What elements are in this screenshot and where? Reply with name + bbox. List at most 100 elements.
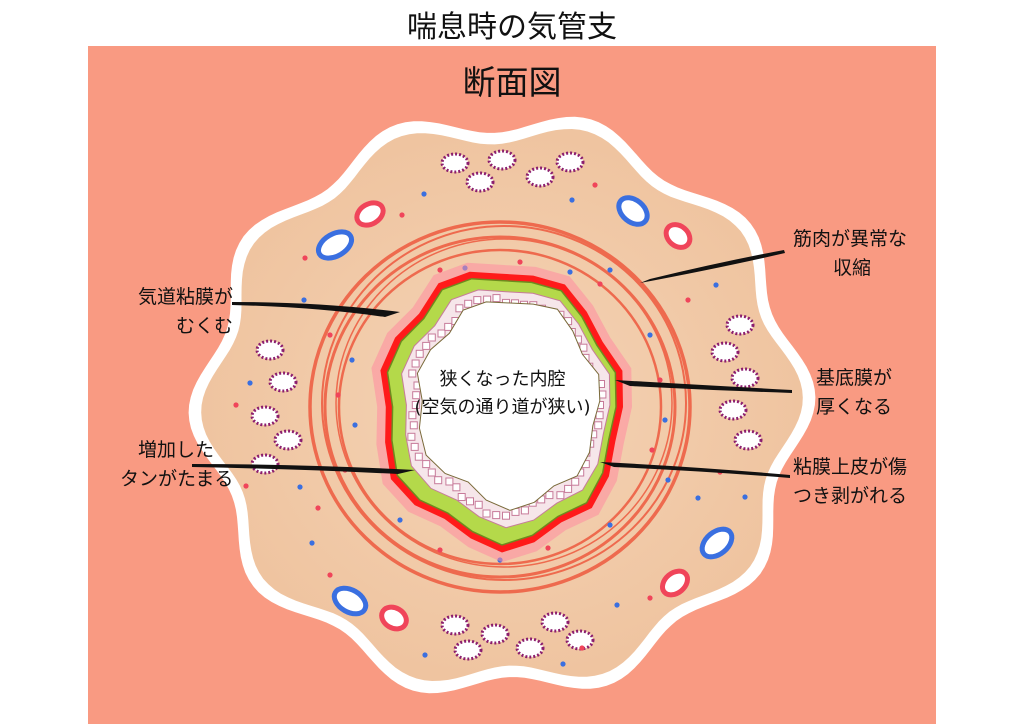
pointer-epithelium: [600, 462, 790, 478]
gland: [555, 151, 585, 173]
cell-dot: [649, 447, 655, 453]
cell-dot: [352, 422, 358, 428]
cell-dot: [579, 645, 585, 651]
gland: [250, 405, 280, 427]
gland: [515, 637, 545, 659]
epithelial-cell: [408, 411, 417, 420]
muscle-ring: [335, 238, 673, 568]
vein: [616, 195, 650, 227]
label-muscle: 筋肉が異常な 収縮: [793, 225, 907, 283]
cell-dot: [399, 212, 405, 218]
cell-dot: [647, 332, 653, 338]
epithelial-cell: [520, 506, 529, 515]
lumen-label-line1: 狭くなった内腔: [439, 369, 566, 390]
epithelial-cell: [492, 294, 501, 303]
gland: [540, 611, 570, 633]
epithelial-cell: [427, 468, 436, 477]
label-sputum-line1: 増加した: [138, 439, 215, 461]
label-muscle-line2: 収縮: [833, 257, 872, 279]
gland: [268, 371, 298, 393]
label-epithelium-line1: 粘膜上皮が傷: [793, 456, 908, 478]
cell-dot: [607, 267, 613, 273]
gland: [710, 341, 740, 363]
cell-dot: [742, 494, 748, 500]
epithelial-cell: [564, 484, 573, 493]
epithelial-cell: [444, 322, 453, 331]
gland: [255, 339, 285, 361]
label-epithelium: 粘膜上皮が傷 つき剥がれる: [793, 453, 907, 511]
epithelial-cell: [412, 391, 421, 400]
cell-dot: [614, 602, 620, 608]
gland: [480, 623, 510, 645]
epithelial-cell: [482, 509, 491, 518]
label-mucosa: 気道粘膜が むくむ: [138, 283, 233, 341]
epithelial-cell: [466, 497, 474, 506]
epithelial-cell: [422, 341, 431, 350]
label-sputum: 増加した タンがたまる: [120, 436, 233, 494]
lumen-label: 狭くなった内腔 (空気の通り道が狭い): [395, 366, 610, 422]
pointer-muscle: [640, 250, 785, 283]
cell-dot: [302, 255, 308, 261]
cell-dot: [301, 297, 307, 303]
gland: [525, 166, 555, 188]
epithelial-cell: [415, 349, 424, 358]
epithelial-cell: [434, 476, 443, 485]
label-mucosa-line2: むくむ: [176, 315, 234, 337]
epithelial-cell: [410, 442, 419, 451]
label-basement: 基底膜が 厚くなる: [816, 364, 892, 422]
epithelial-cell: [464, 299, 473, 308]
vein: [315, 229, 355, 261]
smooth-muscle-layer: [308, 220, 692, 594]
epithelial-cell: [408, 369, 417, 378]
epithelial-cell: [545, 491, 554, 500]
cell-dot: [657, 377, 663, 383]
gland: [718, 399, 748, 421]
gland: [273, 429, 303, 451]
epithelial-cell: [411, 359, 420, 368]
epithelial-cell: [414, 452, 423, 461]
label-epithelium-line2: つき剥がれる: [793, 485, 908, 507]
cell-dot: [567, 269, 573, 275]
epithelial-cell: [407, 432, 416, 441]
gland: [465, 171, 495, 193]
epithelial-cell: [422, 460, 431, 469]
muscle-ring: [323, 235, 677, 579]
page-title: 喘息時の気管支: [407, 10, 617, 45]
cell-dot: [647, 595, 653, 601]
pointer-mucosa: [232, 302, 400, 317]
cell-dot: [662, 417, 668, 423]
epithelial-cell: [502, 511, 510, 520]
label-muscle-line1: 筋肉が異常な: [793, 228, 908, 250]
gland: [440, 614, 470, 636]
cell-dot: [685, 297, 691, 303]
cell-dot: [607, 522, 613, 528]
gland: [565, 629, 595, 651]
artery: [354, 200, 386, 228]
gland: [730, 367, 760, 389]
glands: [250, 149, 763, 661]
cell-dot: [569, 197, 575, 203]
label-basement-line2: 厚くなる: [816, 396, 893, 418]
epithelial-cell: [437, 329, 446, 338]
gland: [440, 152, 470, 174]
cell-dot: [437, 267, 443, 273]
vein: [699, 526, 735, 560]
cell-dot: [233, 402, 239, 408]
epithelial-cell: [427, 333, 436, 342]
gland: [725, 314, 755, 336]
cell-dot: [327, 332, 333, 338]
cell-dot: [327, 572, 333, 578]
diagram-subtitle: 断面図: [462, 63, 562, 102]
pointer-lines: [192, 250, 792, 478]
gland: [250, 453, 280, 475]
cell-dot: [397, 517, 403, 523]
epithelial-cell: [594, 421, 603, 430]
epithelial-cell: [445, 477, 454, 486]
blood-vessels: [315, 195, 735, 632]
muscle-ring: [321, 225, 687, 581]
cell-dot: [349, 357, 355, 363]
cell-dot: [437, 547, 443, 553]
vein: [331, 585, 369, 617]
cell-dot: [422, 652, 428, 658]
